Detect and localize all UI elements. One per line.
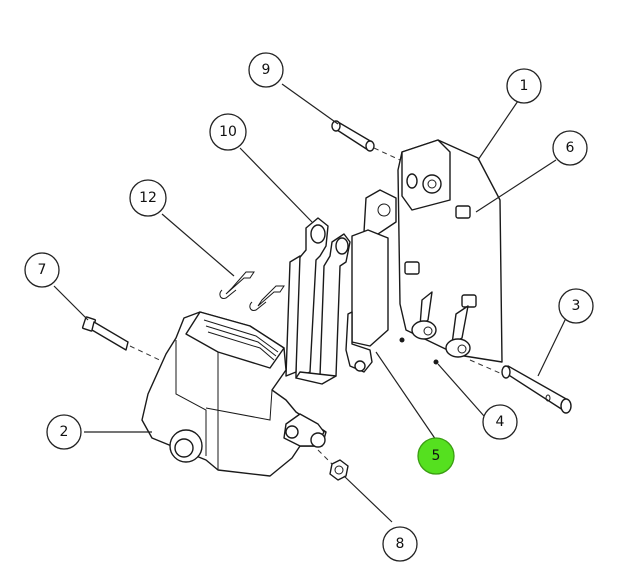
callout-9: 9 (248, 52, 284, 88)
part-3-pin (469, 359, 572, 414)
callout-8: 8 (382, 526, 418, 562)
plate-levers (411, 291, 471, 358)
callout-5: 5 (417, 437, 455, 475)
callout-8-label: 8 (396, 536, 405, 552)
callout-3: 3 (558, 288, 594, 324)
callout-10-label: 10 (219, 124, 237, 140)
part-8-nut (317, 449, 349, 481)
part-6-bolt (404, 205, 477, 308)
callout-5-label: 5 (432, 448, 441, 464)
callout-10: 10 (209, 113, 247, 151)
callout-12-label: 12 (139, 190, 157, 206)
part-10-bracket (285, 217, 351, 385)
callout-12: 12 (129, 179, 167, 217)
callout-4: 4 (482, 404, 518, 440)
callout-3-label: 3 (572, 298, 581, 314)
callout-9-label: 9 (262, 62, 271, 78)
part-12-hair-pins (219, 271, 285, 311)
part-5-cylinder (345, 189, 397, 373)
callout-7: 7 (24, 252, 60, 288)
callout-6: 6 (552, 130, 588, 166)
part-9-pin (331, 120, 401, 161)
callout-7-label: 7 (38, 262, 47, 278)
leader-lines (53, 83, 567, 523)
callout-1: 1 (506, 68, 542, 104)
part-7-bolt (81, 316, 169, 365)
callout-6-label: 6 (566, 140, 575, 156)
callout-2-label: 2 (60, 424, 69, 440)
callout-4-label: 4 (496, 414, 505, 430)
callout-2: 2 (46, 414, 82, 450)
part-2-pedal-housing (141, 311, 327, 477)
part-4-pin (399, 337, 439, 365)
callout-1-label: 1 (520, 78, 529, 94)
